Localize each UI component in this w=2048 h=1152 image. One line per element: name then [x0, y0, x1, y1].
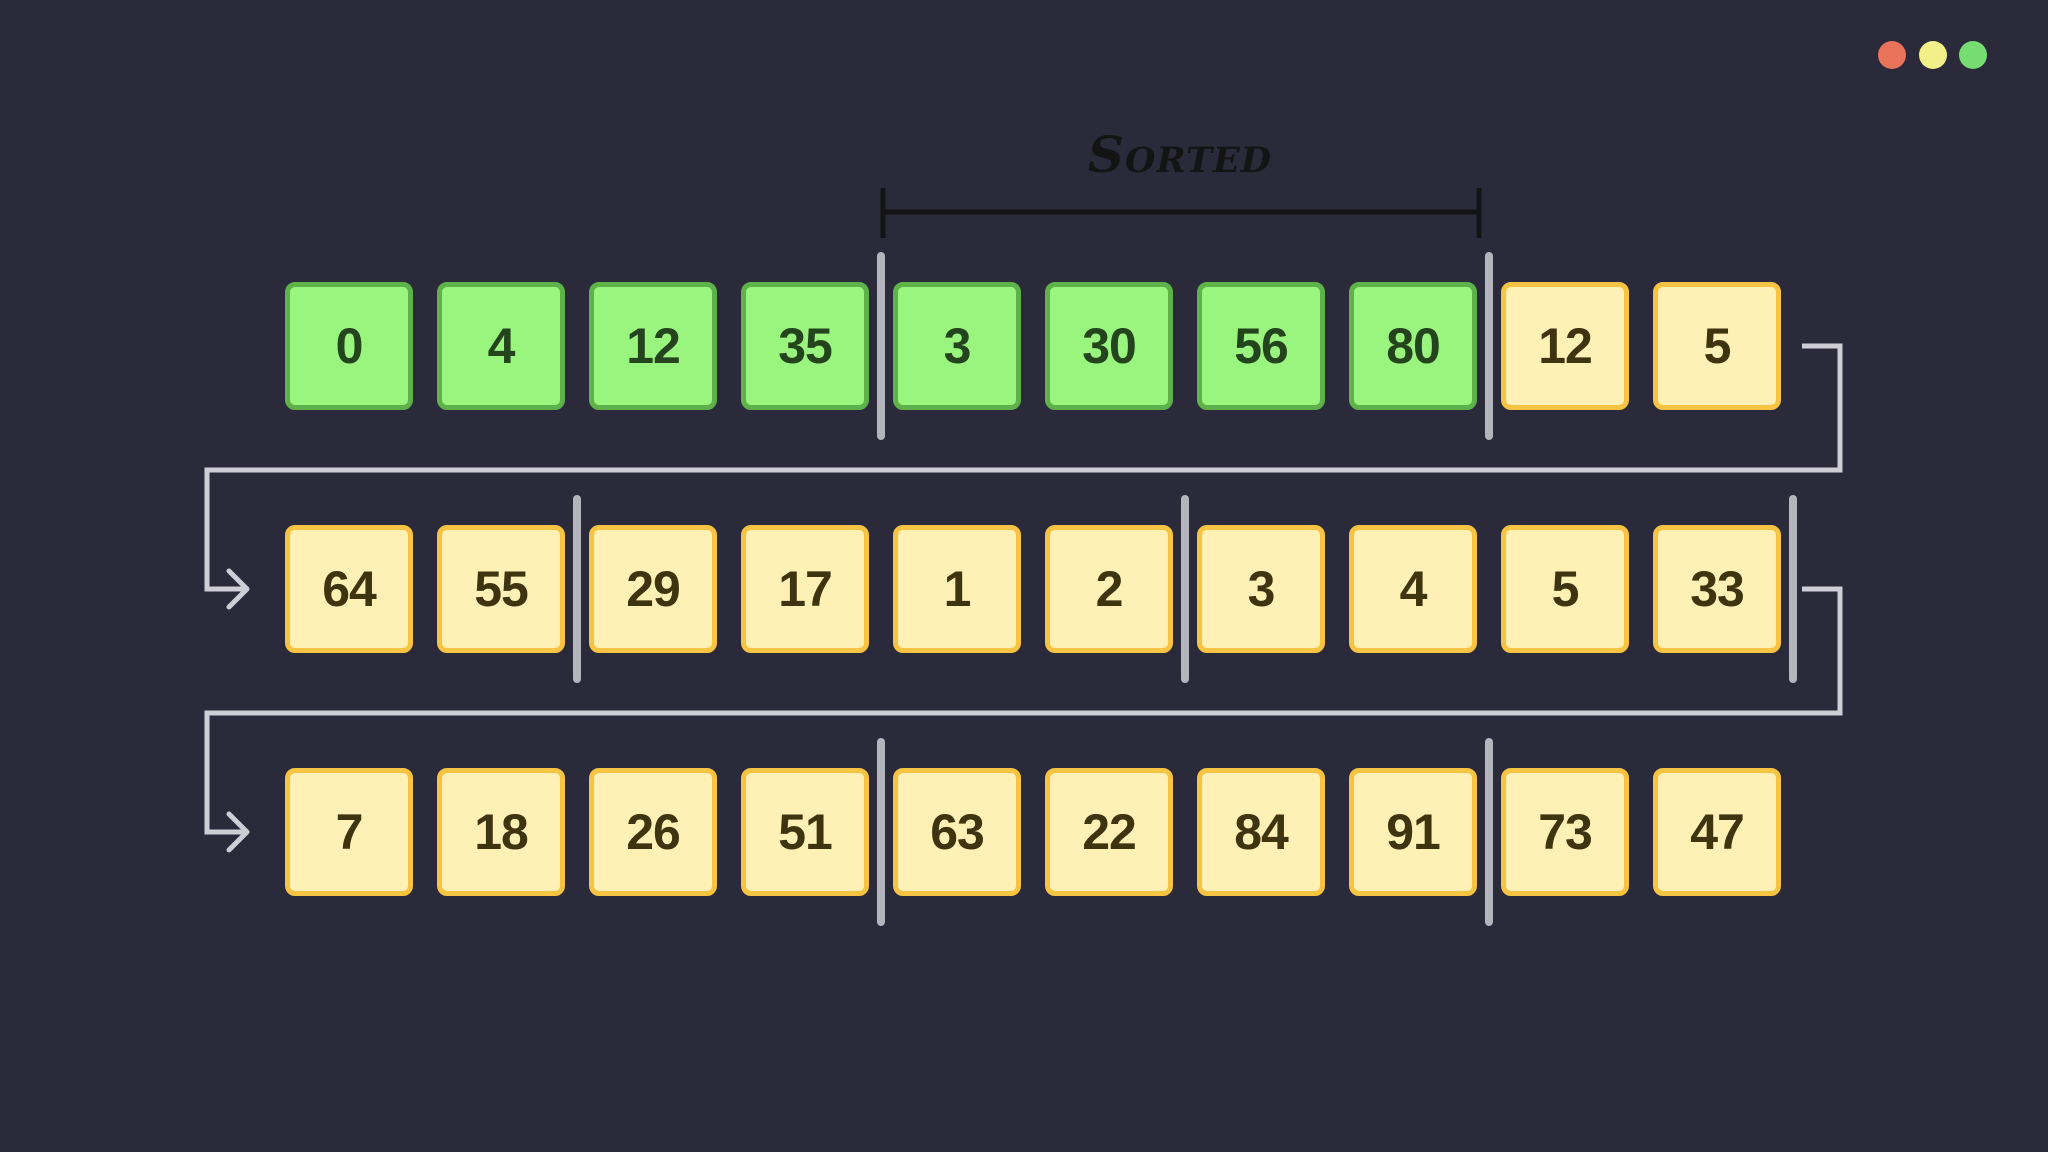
- sorted-cell: 12: [589, 282, 717, 410]
- arrow-head-icon: [226, 568, 250, 610]
- sorted-cell: 0: [285, 282, 413, 410]
- unsorted-cell: 63: [893, 768, 1021, 896]
- window-maximize-dot[interactable]: [1959, 41, 1987, 69]
- sorted-cell: 56: [1197, 282, 1325, 410]
- unsorted-cell: 4: [1349, 525, 1477, 653]
- unsorted-cell: 51: [741, 768, 869, 896]
- sorted-cell: 35: [741, 282, 869, 410]
- window-minimize-dot[interactable]: [1919, 41, 1947, 69]
- unsorted-cell: 64: [285, 525, 413, 653]
- sorted-cell: 30: [1045, 282, 1173, 410]
- unsorted-cell: 47: [1653, 768, 1781, 896]
- sorted-label: Sorted: [1087, 125, 1273, 184]
- arrow-head-icon: [226, 811, 250, 853]
- unsorted-cell: 29: [589, 525, 717, 653]
- unsorted-cell: 1: [893, 525, 1021, 653]
- sorted-cell: 80: [1349, 282, 1477, 410]
- unsorted-cell: 84: [1197, 768, 1325, 896]
- unsorted-cell: 17: [741, 525, 869, 653]
- unsorted-cell: 12: [1501, 282, 1629, 410]
- window-close-dot[interactable]: [1878, 41, 1906, 69]
- unsorted-cell: 91: [1349, 768, 1477, 896]
- unsorted-cell: 73: [1501, 768, 1629, 896]
- unsorted-cell: 7: [285, 768, 413, 896]
- unsorted-cell: 33: [1653, 525, 1781, 653]
- unsorted-cell: 26: [589, 768, 717, 896]
- unsorted-cell: 2: [1045, 525, 1173, 653]
- unsorted-cell: 22: [1045, 768, 1173, 896]
- unsorted-cell: 5: [1501, 525, 1629, 653]
- unsorted-cell: 18: [437, 768, 565, 896]
- sorted-cell: 3: [893, 282, 1021, 410]
- unsorted-cell: 55: [437, 525, 565, 653]
- sorted-cell: 4: [437, 282, 565, 410]
- unsorted-cell: 3: [1197, 525, 1325, 653]
- unsorted-cell: 5: [1653, 282, 1781, 410]
